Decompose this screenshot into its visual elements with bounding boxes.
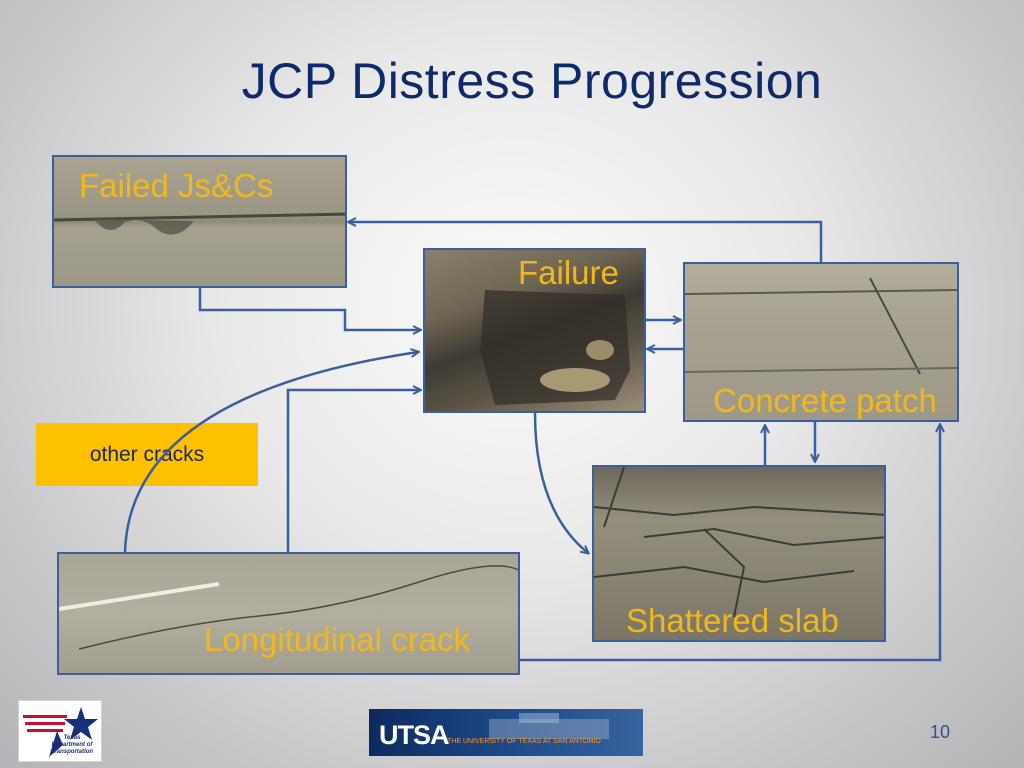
- arrow-failedjs-to-failure: [198, 288, 420, 330]
- txdot-logo-text: Texas Department of Transportation: [50, 735, 94, 755]
- utsa-campus-graphic: [489, 713, 609, 739]
- shattered-slab-photo: Shattered slab: [592, 465, 886, 642]
- failure-texture: [480, 290, 630, 405]
- arrow-concrete-to-failedjs: [349, 222, 823, 262]
- txdot-star-icon: [23, 707, 98, 757]
- longitudinal-crack-photo: Longitudinal crack: [57, 552, 520, 675]
- failed-joints-cracks-photo: Failed Js&Cs: [52, 155, 347, 288]
- concrete-patch-texture: [685, 277, 957, 375]
- shattered-slab-texture: [594, 467, 884, 618]
- failed-joints-cracks-label: Failed Js&Cs: [79, 167, 274, 204]
- arrow-othercracks-to-failure: [123, 352, 418, 553]
- page-number: 10: [930, 722, 951, 742]
- arrow-longcrack-to-failure: [286, 390, 420, 552]
- other-cracks-callout: other cracks: [36, 423, 258, 486]
- longitudinal-crack-label: Longitudinal crack: [204, 621, 470, 658]
- concrete-patch-label: Concrete patch: [713, 382, 937, 419]
- utsa-logo: UTSA THE UNIVERSITY OF TEXAS AT SAN ANTO…: [369, 709, 643, 756]
- joint-spall-texture: [54, 212, 345, 235]
- arrow-failure-to-shattered: [533, 412, 588, 553]
- utsa-logo-wordmark: UTSA: [379, 720, 449, 750]
- concrete-patch-photo: Concrete patch: [683, 262, 959, 422]
- shattered-slab-label: Shattered slab: [626, 602, 839, 639]
- page-title: JCP Distress Progression: [241, 53, 823, 109]
- failure-label: Failure: [518, 254, 619, 291]
- arrow-longcrack-to-concrete: [520, 425, 940, 662]
- failure-photo: Failure: [423, 248, 646, 413]
- longitudinal-crack-texture: [59, 565, 518, 650]
- txdot-logo: Texas Department of Transportation: [18, 700, 102, 762]
- utsa-logo-name: THE UNIVERSITY OF TEXAS AT SAN ANTONIO: [447, 738, 601, 745]
